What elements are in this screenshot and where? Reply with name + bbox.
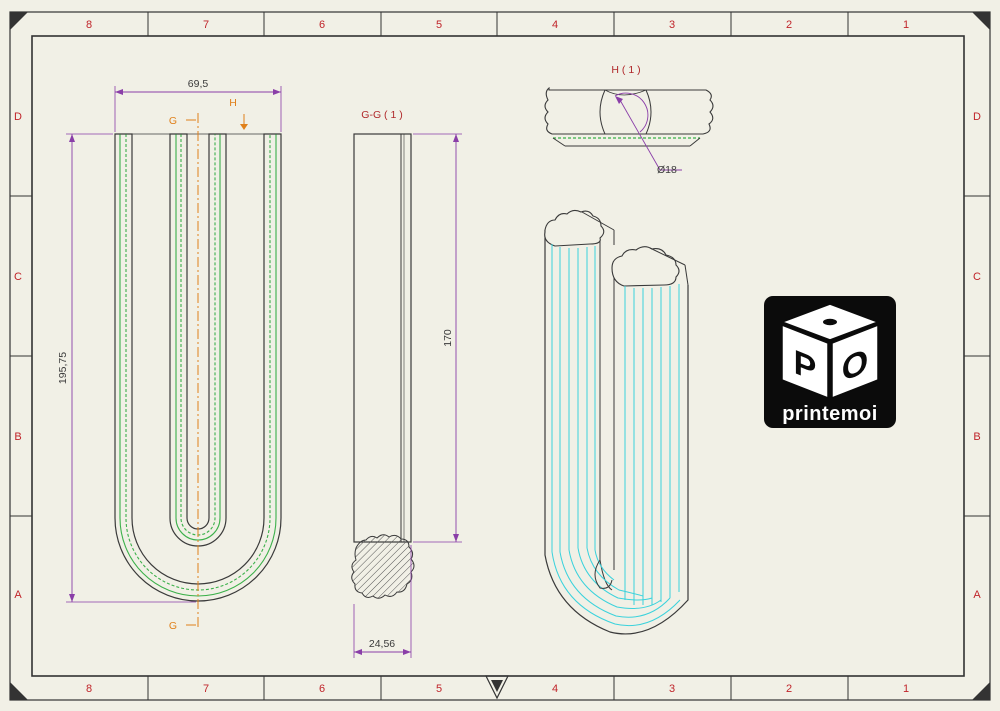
section-marker-top: G xyxy=(169,115,177,127)
isometric-view xyxy=(544,209,689,635)
dimension-height-value: 195,75 xyxy=(57,352,69,384)
logo-letter-p: P xyxy=(794,343,817,390)
zone-col-7: 7 xyxy=(203,683,209,695)
zone-col-3: 3 xyxy=(669,683,675,695)
dimension-length-value: 170 xyxy=(442,329,454,347)
zone-col-1: 1 xyxy=(903,19,909,31)
dimension-diameter-value: Ø18 xyxy=(657,164,677,176)
front-view: G G H 69,5 195,75 xyxy=(57,78,282,632)
zone-row-c: C xyxy=(973,271,981,283)
zone-col-5: 5 xyxy=(436,683,442,695)
dimension-width-value: 69,5 xyxy=(188,78,209,90)
zone-row-b: B xyxy=(14,431,21,443)
zone-col-4: 4 xyxy=(552,19,558,31)
zone-col-7: 7 xyxy=(203,19,209,31)
detail-view-title: H ( 1 ) xyxy=(611,64,640,76)
zone-row-a: A xyxy=(973,589,981,601)
zone-row-a: A xyxy=(14,589,22,601)
dimension-overall-width: 69,5 xyxy=(114,78,282,132)
zone-col-2: 2 xyxy=(786,683,792,695)
zone-col-2: 2 xyxy=(786,19,792,31)
zone-labels-bottom: 8 7 6 5 4 3 2 1 xyxy=(86,683,909,695)
zone-col-5: 5 xyxy=(436,19,442,31)
zone-col-6: 6 xyxy=(319,683,325,695)
printemoi-logo: P O printemoi xyxy=(764,296,896,428)
zone-row-d: D xyxy=(14,111,22,123)
zone-col-1: 1 xyxy=(903,683,909,695)
dimension-straight-length: 170 xyxy=(413,133,462,543)
zone-col-4: 4 xyxy=(552,683,558,695)
section-view: G-G ( 1 ) 170 24,56 xyxy=(351,109,462,658)
detail-marker: H xyxy=(229,97,237,109)
section-hatch xyxy=(351,534,415,599)
dimension-section-width: 24,56 xyxy=(353,545,412,658)
dimension-section-value: 24,56 xyxy=(369,638,395,650)
zone-row-d: D xyxy=(973,111,981,123)
zone-col-8: 8 xyxy=(86,683,92,695)
detail-view: H ( 1 ) Ø18 xyxy=(544,64,714,176)
dimension-overall-height: 195,75 xyxy=(57,133,196,603)
zone-labels-left: D C B A xyxy=(14,111,22,601)
zone-col-3: 3 xyxy=(669,19,675,31)
zone-col-8: 8 xyxy=(86,19,92,31)
zone-row-c: C xyxy=(14,271,22,283)
logo-wordmark: printemoi xyxy=(782,403,878,425)
section-view-title: G-G ( 1 ) xyxy=(361,109,402,121)
zone-col-6: 6 xyxy=(319,19,325,31)
section-marker-bottom: G xyxy=(169,620,177,632)
zone-labels-right: D C B A xyxy=(973,111,981,601)
zone-row-b: B xyxy=(973,431,980,443)
zone-labels-top: 8 7 6 5 4 3 2 1 xyxy=(86,19,909,31)
